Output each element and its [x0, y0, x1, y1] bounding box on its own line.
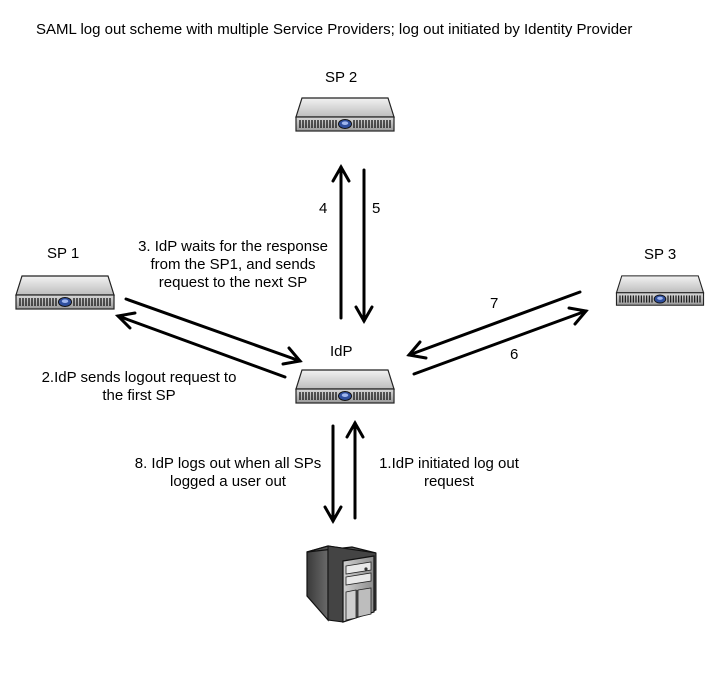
sp3-label: SP 3	[644, 246, 677, 263]
step-2-line-2: the first SP	[102, 387, 176, 404]
arrow-4	[331, 163, 351, 320]
step-8-line-2: logged a user out	[170, 473, 286, 490]
arrow-5	[354, 168, 374, 325]
step-3-line-3: request to the next SP	[158, 274, 308, 291]
client-computer-icon	[306, 545, 377, 623]
step-4-label: 4	[319, 200, 328, 217]
step-7-label: 7	[490, 295, 499, 312]
arrow-1	[345, 419, 365, 520]
sp2-server-icon	[295, 97, 395, 132]
step-2-description: 2.IdP sends logout request to the first …	[30, 369, 248, 405]
step-1-line-1: 1.IdP initiated log out	[379, 455, 519, 472]
sp1-server-icon	[15, 275, 115, 310]
step-3-description: 3. IdP waits for the response from the S…	[130, 238, 336, 292]
arrow-3	[124, 297, 303, 366]
arrow-8	[323, 424, 343, 525]
step-3-line-2: from the SP1, and sends	[150, 256, 316, 273]
step-3-line-1: 3. IdP waits for the response	[138, 238, 328, 255]
arrow-6	[412, 306, 589, 376]
step-8-line-1: 8. IdP logs out when all SPs	[134, 455, 322, 472]
step-8-description: 8. IdP logs out when all SPs logged a us…	[122, 455, 334, 491]
step-6-label: 6	[510, 346, 519, 363]
step-5-label: 5	[372, 200, 381, 217]
step-2-line-1: 2.IdP sends logout request to	[41, 369, 237, 386]
step-1-description: 1.IdP initiated log out request	[364, 455, 534, 491]
diagram-title: SAML log out scheme with multiple Servic…	[36, 21, 633, 38]
idp-server-icon	[295, 369, 395, 404]
arrow-2	[114, 311, 287, 379]
sp1-label: SP 1	[47, 245, 80, 262]
arrow-7	[406, 290, 582, 360]
idp-label: IdP	[330, 343, 353, 360]
sp3-server-icon	[615, 275, 705, 306]
step-1-line-2: request	[423, 473, 475, 490]
sp2-label: SP 2	[325, 69, 358, 86]
